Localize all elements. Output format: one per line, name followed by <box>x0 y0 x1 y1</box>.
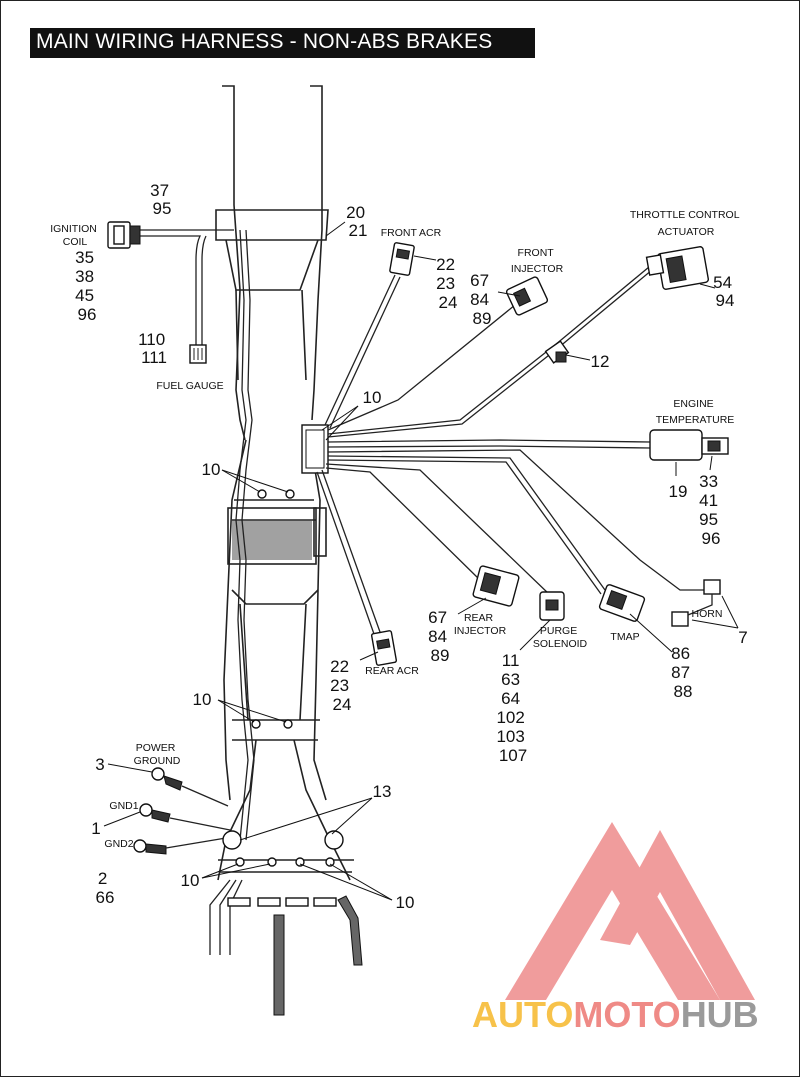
power-ground-terminal <box>151 767 229 807</box>
gnd2-terminal <box>133 837 227 855</box>
power-ground-label: POWER GROUND <box>134 742 181 767</box>
callout-gnd1-1: 1 <box>91 819 100 838</box>
leader-lines <box>103 221 739 901</box>
callout-19: 19 <box>669 482 688 501</box>
callout-frame-top: 20 21 <box>346 203 370 240</box>
harness-branches <box>316 261 705 635</box>
gnd1-terminal <box>139 803 231 831</box>
purge-solenoid-label: PURGE SOLENOID <box>533 625 588 650</box>
fuel-gauge-label: FUEL GAUGE <box>156 380 223 392</box>
callout-rear-injector: 67 84 89 <box>428 608 452 665</box>
engine-temperature-label: ENGINE TEMPERATURE <box>656 398 735 426</box>
title-bar: MAIN WIRING HARNESS - NON-ABS BRAKES <box>30 28 535 58</box>
tmap-label: TMAP <box>610 631 639 643</box>
callout-front-acr: 22 23 24 <box>436 255 460 312</box>
callout-rear-acr: 22 23 24 <box>330 657 354 714</box>
callout-throttle: 54 94 <box>713 273 737 310</box>
rear-harness-ends <box>209 830 363 1016</box>
rear-injector-connector <box>472 565 520 607</box>
callout-ignition-bottom: 35 38 45 96 <box>75 248 99 324</box>
callout-gnd2: 2 66 <box>96 869 115 907</box>
diagram-title: MAIN WIRING HARNESS - NON-ABS BRAKES <box>36 30 493 53</box>
callout-fuel-gauge: 110 111 <box>138 330 170 367</box>
callout-front-injector: 67 84 89 <box>470 271 494 328</box>
front-injector-connector <box>505 276 549 316</box>
callout-tmap: 86 87 88 <box>671 644 695 701</box>
callout-10-upper: 10 <box>363 388 382 407</box>
front-acr-connector <box>389 242 415 276</box>
horn-label: HORN <box>692 608 723 620</box>
engine-temperature-sensor <box>649 429 729 461</box>
callout-12: 12 <box>591 352 610 371</box>
horn-connectors <box>671 579 721 627</box>
watermark-text: AUTOMOTOHUB <box>472 994 759 1035</box>
callout-horn-7: 7 <box>738 628 747 647</box>
watermark-logo <box>505 822 755 1000</box>
rear-injector-label: REAR INJECTOR <box>454 612 507 637</box>
callout-purge: 11 63 64 102 103 107 <box>496 651 529 765</box>
gnd1-label: GND1 <box>109 800 138 812</box>
frame-outline <box>215 85 354 881</box>
ignition-coil-label: IGNITION COIL <box>50 223 100 248</box>
gnd2-label: GND2 <box>104 838 133 850</box>
ignition-coil-connector <box>107 221 141 249</box>
inline-connector-12 <box>544 340 570 364</box>
purge-solenoid-connector <box>539 591 565 621</box>
cable-clips <box>235 489 335 867</box>
watermark-hub: HUB <box>681 994 759 1035</box>
callout-10-mid: 10 <box>193 690 212 709</box>
callout-ignition-top: 37 95 <box>150 181 174 218</box>
throttle-actuator-connector <box>645 246 710 290</box>
callout-10-bottom-right: 10 <box>396 893 415 912</box>
rear-acr-label: REAR ACR <box>365 665 419 677</box>
tmap-connector <box>598 584 646 622</box>
callout-13: 13 <box>373 782 392 801</box>
callout-10-bottom-left: 10 <box>181 871 200 890</box>
rear-acr-connector <box>370 630 398 666</box>
fuel-gauge-connector <box>189 344 207 364</box>
front-acr-label: FRONT ACR <box>381 227 442 239</box>
front-injector-label: FRONT INJECTOR <box>511 247 564 275</box>
throttle-actuator-label: THROTTLE CONTROL ACTUATOR <box>630 209 742 238</box>
harness-trunk <box>235 229 329 841</box>
watermark-auto: AUTO <box>472 994 573 1035</box>
callout-engine-temp: 33 41 95 96 <box>699 472 723 548</box>
callout-10-left: 10 <box>202 460 221 479</box>
callout-power-ground-3: 3 <box>95 755 104 774</box>
watermark-moto: MOTO <box>573 994 680 1035</box>
ignition-coil-branch <box>140 229 234 345</box>
